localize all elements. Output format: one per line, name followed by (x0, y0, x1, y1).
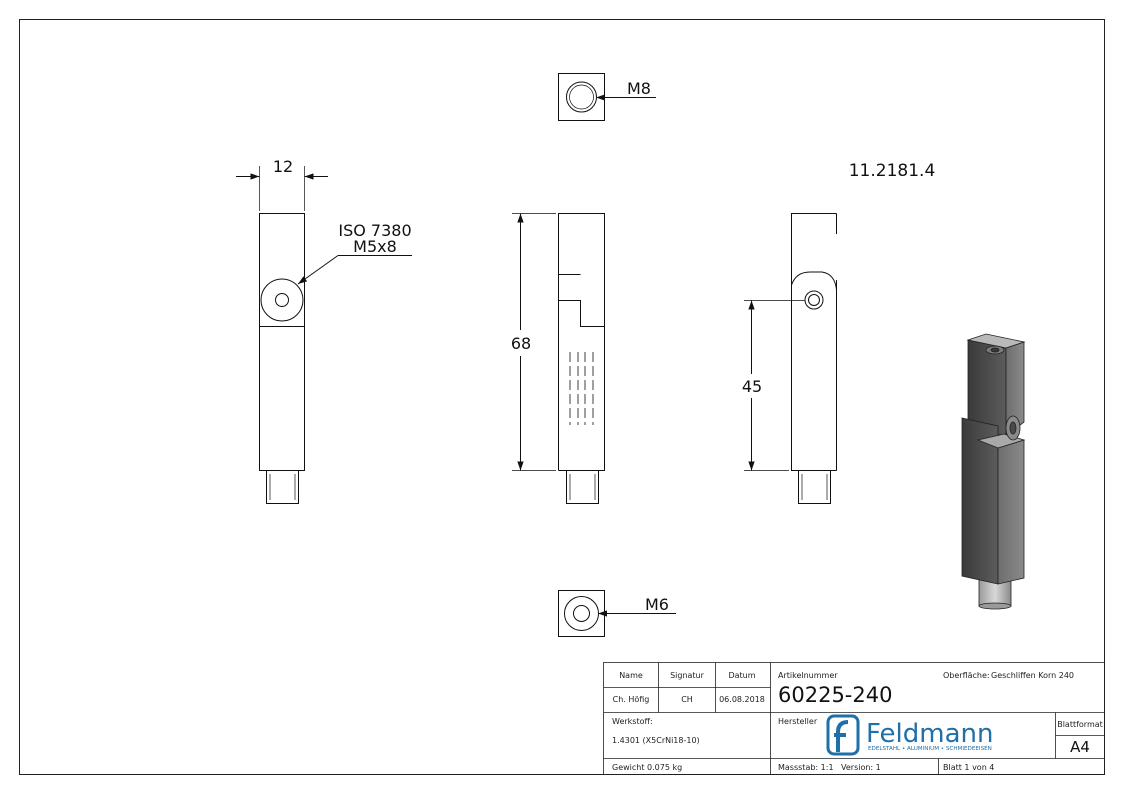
title-block (603, 662, 1105, 775)
hersteller-label: Hersteller (778, 717, 818, 726)
part-number-label: 11.2181.4 (849, 161, 936, 181)
signatur-value: CH (681, 695, 693, 704)
screw-note-line2: M5x8 (353, 237, 397, 256)
top-end-view (558, 73, 656, 121)
screw-head-outer (260, 278, 304, 322)
col-datum-header: Datum (728, 671, 755, 680)
col-name-header: Name (619, 671, 643, 680)
screw-note-line1: ISO 7380 (338, 221, 411, 240)
drawing-frame (19, 19, 1105, 775)
massstab: Massstab: 1:1 (778, 763, 834, 772)
gewicht: Gewicht 0.075 kg (612, 763, 682, 772)
dim-width-front: 12 (273, 157, 293, 176)
dim-height-total: 68 (511, 334, 531, 353)
feldmann-logo: Feldmann EDELSTAHL • ALUMINIUM • SCHMIED… (826, 714, 993, 756)
blatt: Blatt 1 von 4 (943, 763, 994, 772)
bottom-end-view (558, 590, 676, 637)
artikelnummer-value: 60225-240 (778, 683, 892, 707)
name-value: Ch. Höfig (613, 695, 650, 704)
artikelnummer-label: Artikelnummer (778, 671, 838, 680)
rear-view (744, 213, 837, 504)
werkstoff-label: Werkstoff: (612, 717, 653, 726)
oberflaeche-label: Oberfläche: (943, 671, 990, 680)
datum-value: 06.08.2018 (719, 695, 765, 704)
blattformat-value: A4 (1070, 738, 1090, 756)
isometric-view (961, 333, 1026, 610)
dim-hole-height: 45 (742, 377, 762, 396)
pin-hole-outer (804, 290, 824, 310)
logo-tagline: EDELSTAHL • ALUMINIUM • SCHMIEDEEISEN (868, 746, 992, 752)
blattformat-label: Blattformat (1057, 720, 1103, 729)
werkstoff-value: 1.4301 (X5CrNi18-10) (612, 736, 700, 745)
version: Version: 1 (841, 763, 881, 772)
oberflaeche-value: Geschliffen Korn 240 (991, 671, 1074, 680)
side-view (512, 213, 605, 504)
dim-thread-top: M8 (627, 79, 651, 98)
col-signatur-header: Signatur (670, 671, 705, 680)
pin-hole-inner (808, 294, 820, 306)
dim-thread-bottom: M6 (645, 595, 669, 614)
logo-wordmark: Feldmann (866, 719, 993, 749)
screw-socket (275, 293, 289, 307)
front-view (236, 166, 412, 504)
